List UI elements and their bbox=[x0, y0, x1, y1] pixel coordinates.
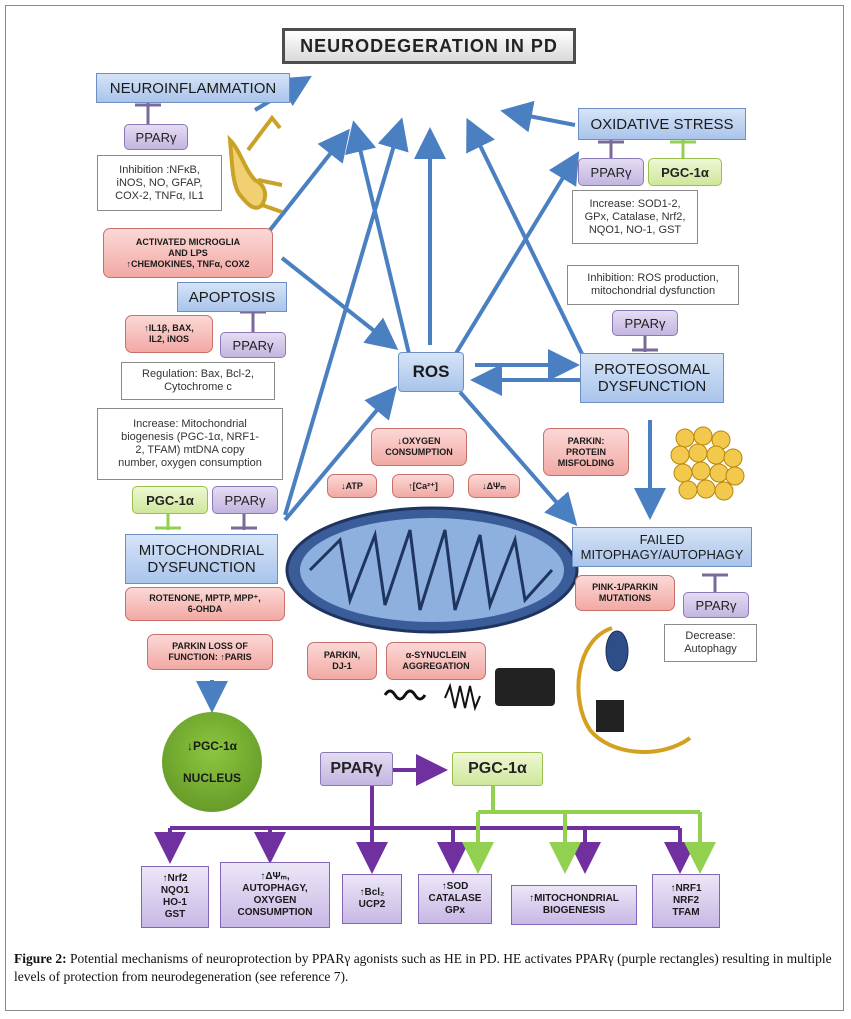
ros-box: ROS bbox=[398, 352, 464, 392]
output-biogenesis: ↑MITOCHONDRIAL BIOGENESIS bbox=[511, 885, 637, 925]
mitochondrial-note: Increase: Mitochondrial biogenesis (PGC-… bbox=[97, 408, 283, 480]
mitochondrial-dysfunction-box: MITOCHONDRIAL DYSFUNCTION bbox=[125, 534, 278, 584]
microglia-box: ACTIVATED MICROGLIA AND LPS ↑CHEMOKINES,… bbox=[103, 228, 273, 278]
apoptosis-markers: ↑IL1β, BAX, IL2, iNOS bbox=[125, 315, 213, 353]
nucleus-pgc1a-label: ↓PGC-1α bbox=[186, 739, 238, 753]
pparg-neuroinflammation: PPARγ bbox=[124, 124, 188, 150]
proteosomal-box: PROTEOSOMAL DYSFUNCTION bbox=[580, 353, 724, 403]
pgc1a-mitochondrial: PGC-1α bbox=[132, 486, 208, 514]
pparg-oxidative: PPARγ bbox=[578, 158, 644, 186]
caption-label: Figure 2: bbox=[14, 951, 67, 966]
output-bcl2: ↑Bcl₂ UCP2 bbox=[342, 874, 402, 924]
parkin-loss-box: PARKIN LOSS OF FUNCTION: ↑PARIS bbox=[147, 634, 273, 670]
pgc1a-main: PGC-1α bbox=[452, 752, 543, 786]
oxidative-note: Increase: SOD1-2, GPx, Catalase, Nrf2, N… bbox=[572, 190, 698, 244]
calcium-box: ↑[Ca²⁺] bbox=[392, 474, 454, 498]
pparg-main: PPARγ bbox=[320, 752, 393, 786]
output-autophagy: ↑ΔΨₘ, AUTOPHAGY, OXYGEN CONSUMPTION bbox=[220, 862, 330, 928]
membrane-potential-box: ↓ΔΨₘ bbox=[468, 474, 520, 498]
caption-text: Potential mechanisms of neuroprotection … bbox=[14, 951, 832, 984]
apoptosis-note: Regulation: Bax, Bcl-2, Cytochrome c bbox=[121, 362, 275, 400]
rotenone-box: ROTENONE, MPTP, MPP⁺, 6-OHDA bbox=[125, 587, 285, 621]
neuroinflammation-note: Inhibition :NFκB, iNOS, NO, GFAP, COX-2,… bbox=[97, 155, 222, 211]
parkin-misfolding: PARKIN: PROTEIN MISFOLDING bbox=[543, 428, 629, 476]
output-sod: ↑SOD CATALASE GPx bbox=[418, 874, 492, 924]
pparg-proteosomal: PPARγ bbox=[612, 310, 678, 336]
oxygen-consumption: ↓OXYGEN CONSUMPTION bbox=[371, 428, 467, 466]
oxidative-stress-box: OXIDATIVE STRESS bbox=[578, 108, 746, 140]
figure-caption: Figure 2: Potential mechanisms of neurop… bbox=[14, 950, 839, 986]
nucleus: ↓PGC-1α NUCLEUS bbox=[162, 712, 262, 812]
page-title: NEURODEGERATION IN PD bbox=[282, 28, 576, 64]
nucleus-label: NUCLEUS bbox=[182, 771, 241, 785]
pgc1a-oxidative: PGC-1α bbox=[648, 158, 722, 186]
output-nrf1: ↑NRF1 NRF2 TFAM bbox=[652, 874, 720, 928]
pparg-apoptosis: PPARγ bbox=[220, 332, 286, 358]
pparg-mitochondrial: PPARγ bbox=[212, 486, 278, 514]
neuroinflammation-box: NEUROINFLAMMATION bbox=[96, 73, 290, 103]
parkin-dj1-box: PARKIN, DJ-1 bbox=[307, 642, 377, 680]
pink1-mutations: PINK-1/PARKIN MUTATIONS bbox=[575, 575, 675, 611]
failed-mitophagy-box: FAILED MITOPHAGY/AUTOPHAGY bbox=[572, 527, 752, 567]
output-nrf2: ↑Nrf2 NQO1 HO-1 GST bbox=[141, 866, 209, 928]
atp-box: ↓ATP bbox=[327, 474, 377, 498]
synuclein-box: α-SYNUCLEIN AGGREGATION bbox=[386, 642, 486, 680]
autophagy-note: Decrease: Autophagy bbox=[664, 624, 757, 662]
pparg-autophagy: PPARγ bbox=[683, 592, 749, 618]
apoptosis-box: APOPTOSIS bbox=[177, 282, 287, 312]
proteosomal-note: Inhibition: ROS production, mitochondria… bbox=[567, 265, 739, 305]
